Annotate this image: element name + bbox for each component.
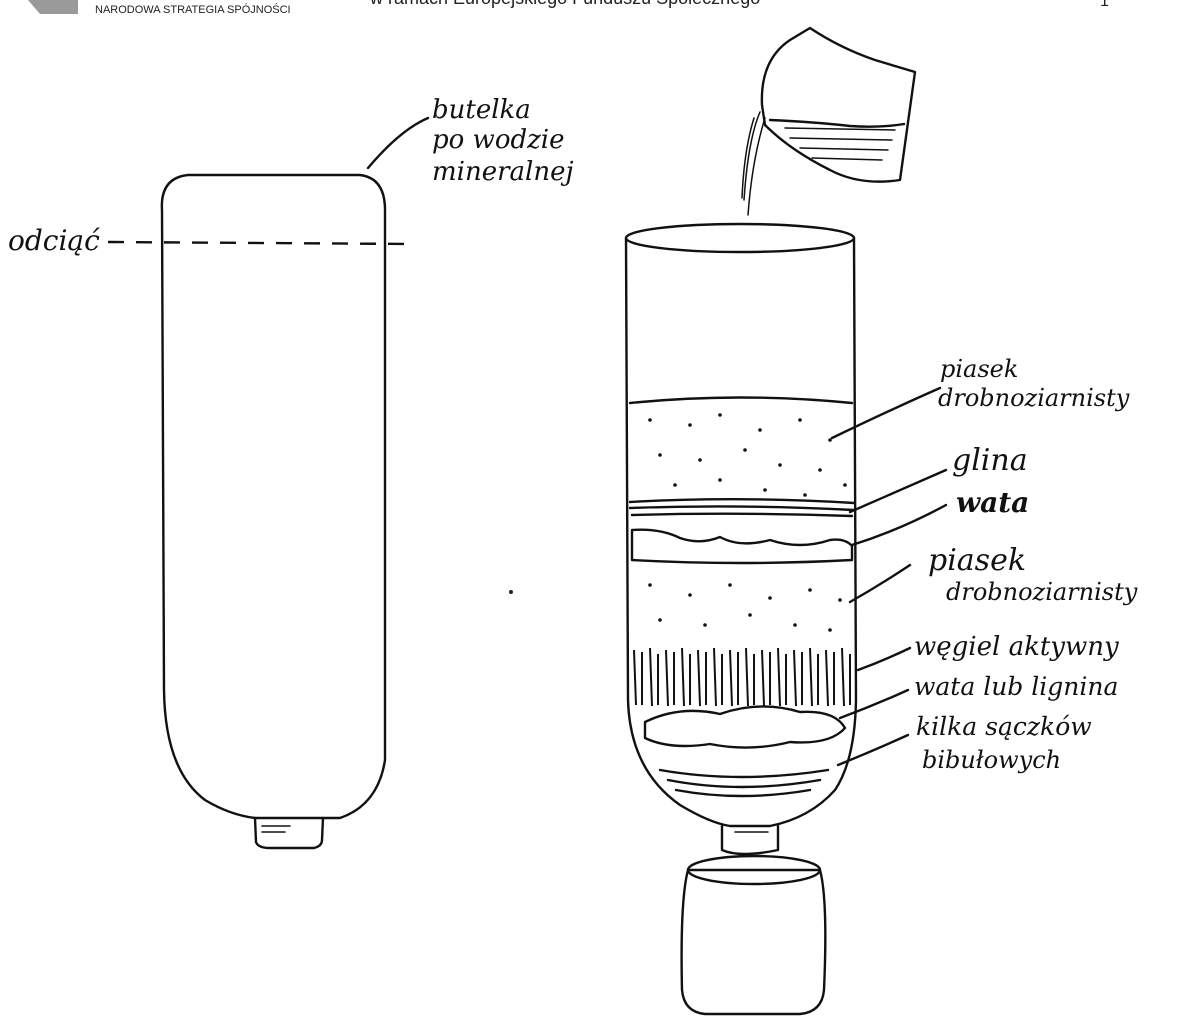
cut-label: odciąć	[8, 224, 100, 257]
bottle-neck-ridges	[262, 826, 290, 832]
label-lower-sand-1: piasek	[928, 543, 1026, 578]
layer-clay	[630, 499, 854, 516]
layer-activated-carbon	[634, 648, 850, 706]
bottle-label-pointer	[368, 118, 428, 168]
cut-line	[108, 242, 415, 244]
bottle-label-line-3: mineralnej	[432, 157, 574, 187]
layer-top-sand-dots	[648, 413, 847, 497]
right-filter-diagram: piasek drobnoziarnisty glina wata piasek…	[626, 28, 1138, 1014]
bottle-label-line-1: butelka	[432, 95, 531, 125]
label-top-sand-1: piasek	[940, 355, 1018, 383]
filter-top-rim	[626, 224, 854, 252]
label-filter-papers-2: bibułowych	[922, 746, 1061, 774]
strategy-text: NARODOWA STRATEGIA SPÓJNOŚCI	[95, 3, 291, 16]
layer-filter-papers	[660, 770, 828, 796]
layer-lower-sand-dots	[648, 583, 842, 632]
layer-top-sand-surface	[630, 398, 852, 404]
label-lignin: wata lub lignina	[914, 672, 1118, 701]
label-top-sand-2: drobnoziarnisty	[938, 384, 1130, 412]
stray-dot	[509, 590, 513, 594]
bottle-label-line-2: po wodzie	[432, 125, 565, 155]
bottle-neck	[255, 818, 323, 848]
label-filter-papers-1: kilka sączków	[916, 712, 1092, 741]
logo-icon	[28, 0, 78, 14]
label-activated-carbon: węgiel aktywny	[914, 632, 1119, 662]
fund-text: w ramach Europejskiego Funduszu Społeczn…	[369, 0, 760, 8]
filter-neck	[722, 826, 778, 854]
page-number-fragment: 1	[1100, 0, 1109, 10]
collecting-glass	[682, 870, 826, 1014]
label-lower-sand-2: drobnoziarnisty	[946, 578, 1138, 606]
label-clay: glina	[952, 443, 1028, 478]
label-cotton: wata	[956, 486, 1029, 519]
pouring-beaker	[742, 28, 915, 215]
layer-cotton-top	[632, 530, 852, 563]
left-bottle-diagram: butelka po wodzie mineralnej odciąć	[8, 95, 574, 848]
bottle-body	[162, 175, 385, 818]
header: NARODOWA STRATEGIA SPÓJNOŚCI w ramach Eu…	[28, 0, 1109, 16]
layer-lignin	[645, 706, 845, 747]
